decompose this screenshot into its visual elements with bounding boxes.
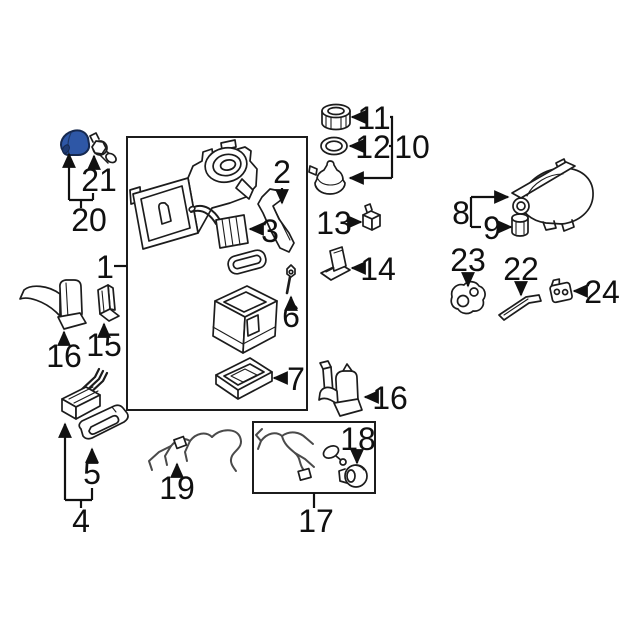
callout-2-label: 2 (273, 154, 291, 190)
mounting-clip-part (362, 203, 381, 231)
support-bracket-right-part (318, 360, 363, 417)
small-bracket-part (320, 246, 351, 281)
temperature-sensor-part (89, 132, 117, 164)
callout-16-right-label: 16 (372, 380, 408, 416)
upper-inlet-case-part (511, 158, 594, 232)
case-gasket (227, 249, 267, 275)
callout-22-label: 22 (503, 251, 539, 287)
callout-10-label: 10 (394, 129, 430, 165)
callout-19-label: 19 (159, 470, 195, 506)
callout-14: 14 (350, 251, 396, 287)
lower-tray-part (215, 357, 273, 400)
callout-16-right: 16 (363, 380, 408, 416)
motor-cap-part (321, 103, 351, 131)
callout-1: 1 (96, 249, 127, 285)
callout-11-12-10-group: 11 12 10 (348, 100, 430, 185)
callout-19: 19 (159, 462, 195, 506)
connector-part (61, 367, 109, 420)
callout-6: 6 (282, 295, 300, 334)
heater-core-part (188, 204, 249, 249)
access-cover-part (78, 404, 129, 440)
assembly-box-1 (126, 136, 308, 411)
harness-bulb-connector (322, 445, 347, 466)
callout-6-label: 6 (282, 298, 300, 334)
callout-3-label: 3 (261, 213, 279, 249)
callout-1-label: 1 (96, 249, 114, 285)
callout-7-label: 7 (287, 361, 305, 397)
callout-23-label: 23 (450, 242, 486, 278)
callout-8-9-group: 8 9 (452, 190, 513, 246)
callout-21-label: 21 (81, 162, 117, 198)
harness-grommet-part (338, 464, 368, 488)
callout-7: 7 (272, 361, 305, 397)
callout-22: 22 (503, 251, 539, 297)
callout-4-5-group: 5 4 (58, 422, 101, 539)
double-hole-grommet-part (450, 280, 486, 315)
wiring-harness-part (255, 428, 315, 481)
callout-24-label: 24 (584, 274, 620, 310)
callout-18-label: 18 (340, 421, 376, 457)
callout-4-label: 4 (72, 503, 90, 539)
callout-5-label: 5 (83, 455, 101, 491)
hose-elbow-highlighted-part (60, 129, 91, 156)
callout-9-label: 9 (483, 210, 501, 246)
callout-23: 23 (450, 242, 486, 288)
callout-16-left-label: 16 (46, 338, 82, 374)
callout-14-label: 14 (360, 251, 396, 287)
callout-8-label: 8 (452, 195, 470, 231)
callout-18: 18 (340, 421, 376, 465)
callout-2: 2 (273, 154, 291, 205)
support-bracket-left-part (19, 279, 87, 330)
inlet-fitting-part (511, 213, 529, 237)
double-hole-clip-part (549, 278, 573, 304)
flat-mounting-strip-part (498, 294, 542, 321)
callout-15-label: 15 (86, 327, 122, 363)
callout-16-left: 16 (46, 330, 82, 374)
callout-24: 24 (572, 274, 620, 310)
callout-15: 15 (86, 322, 122, 363)
corner-clip-part (97, 284, 120, 322)
callout-17: 17 (298, 493, 334, 539)
callout-13-label: 13 (316, 205, 352, 241)
thermistor-probe-part (285, 264, 296, 295)
o-ring-part (320, 136, 348, 156)
wiring-harness-pigtail-part (148, 429, 242, 472)
callout-13: 13 (316, 205, 363, 241)
blower-motor-part (308, 160, 346, 195)
callout-11-label: 11 (357, 100, 390, 136)
callout-12-label: 12 (355, 129, 391, 165)
callout-3: 3 (248, 213, 279, 249)
callout-17-label: 17 (298, 503, 334, 539)
case-lower-half (212, 285, 278, 354)
callout-20-label: 20 (71, 202, 107, 238)
callout-20-21-group: 21 20 (62, 152, 117, 238)
upper-housing-with-blower-scroll (129, 139, 258, 250)
